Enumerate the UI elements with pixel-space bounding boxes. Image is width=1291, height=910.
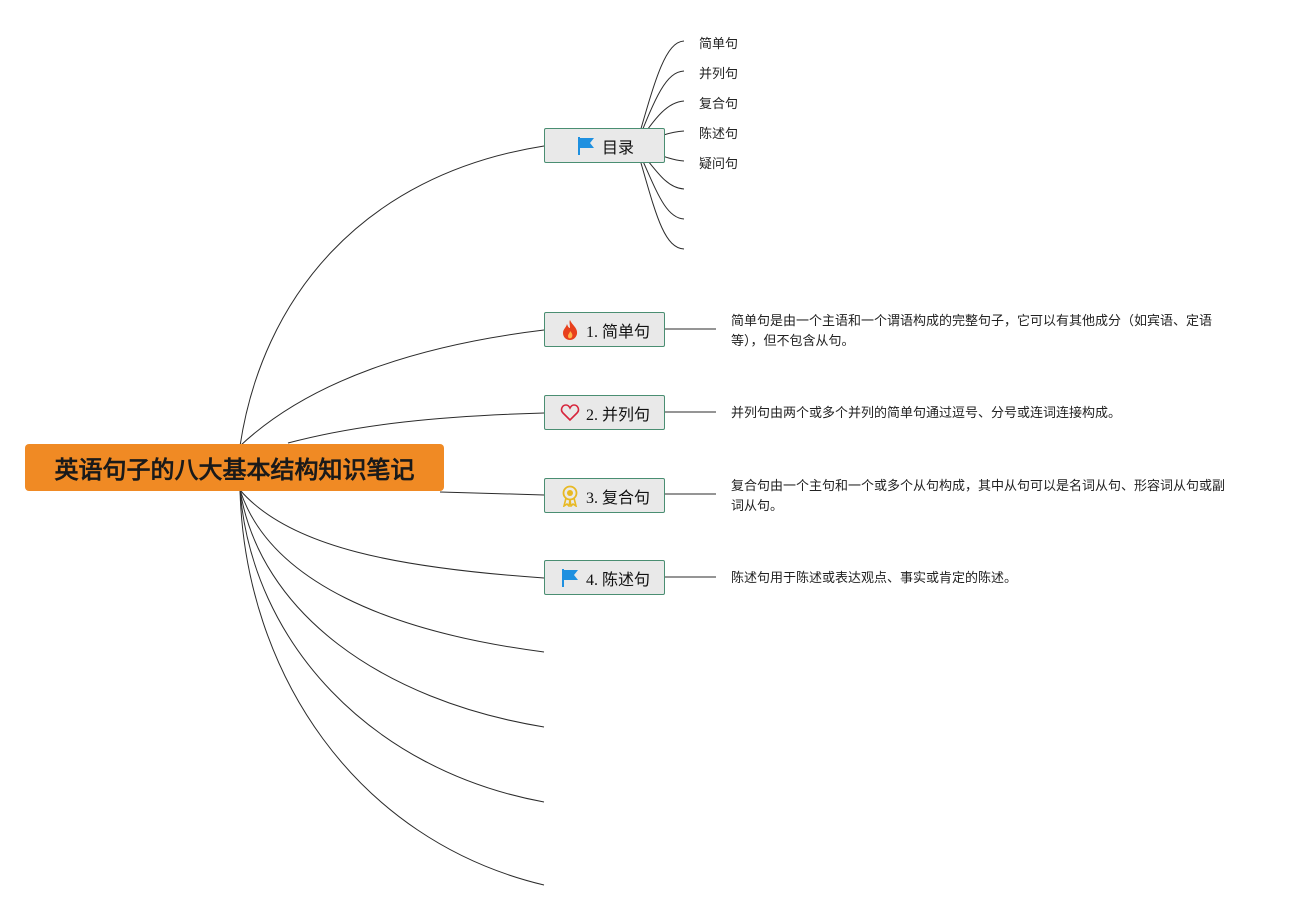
topic-complex-sentence-description: 复合句由一个主句和一个或多个从句构成，其中从句可以是名词从句、形容词从句或副词从… (731, 479, 1226, 514)
toc-label: 目录 (601, 139, 634, 157)
connector-root-empty-3 (239, 489, 545, 803)
connector-root-empty-2 (239, 489, 545, 728)
toc-item-2[interactable]: 并列句 (699, 67, 739, 82)
toc-item-3[interactable]: 复合句 (699, 97, 739, 112)
toc-item-5[interactable]: 疑问句 (699, 157, 739, 172)
connector-root-topic-2 (287, 412, 545, 444)
topic-label: 4. 陈述句 (585, 571, 650, 589)
connector-root-topic-3 (439, 491, 545, 496)
topic-compound-sentence[interactable]: 2. 并列句 (544, 395, 665, 430)
topic-simple-sentence[interactable]: 1. 简单句 (544, 312, 665, 347)
topic-compound-sentence-description: 并列句由两个或多个并列的简单句通过逗号、分号或连词连接构成。 (731, 406, 1122, 421)
flag-icon (575, 135, 597, 157)
connector-root-toc (239, 145, 545, 447)
toc-topic[interactable]: 目录 (544, 128, 665, 163)
topic-simple-sentence-description: 简单句是由一个主语和一个谓语构成的完整句子，它可以有其他成分（如宾语、定语等），… (731, 314, 1213, 349)
topic-declarative-sentence-description: 陈述句用于陈述或表达观点、事实或肯定的陈述。 (731, 571, 1018, 586)
fire-icon (559, 319, 581, 341)
connector-root-topic-1 (239, 329, 545, 447)
flag-icon (559, 567, 581, 589)
connector-toc-1 (635, 40, 685, 147)
toc-item-4[interactable]: 陈述句 (699, 127, 739, 142)
award-icon (559, 485, 581, 507)
toc-item-1[interactable]: 简单句 (699, 37, 739, 52)
topic-complex-sentence[interactable]: 3. 复合句 (544, 478, 665, 513)
heart-icon (559, 402, 581, 424)
topic-declarative-sentence[interactable]: 4. 陈述句 (544, 560, 665, 595)
root-topic[interactable]: 英语句子的八大基本结构知识笔记 (25, 444, 444, 491)
connector-root-empty-4 (239, 489, 545, 886)
connector-root-empty-1 (239, 489, 545, 653)
topic-label: 3. 复合句 (585, 489, 650, 507)
connector-root-topic-4 (239, 489, 545, 579)
topic-label: 2. 并列句 (585, 406, 650, 424)
topic-label: 1. 简单句 (585, 323, 650, 341)
connector-toc-8 (635, 145, 685, 250)
root-title: 英语句子的八大基本结构知识笔记 (54, 456, 415, 484)
